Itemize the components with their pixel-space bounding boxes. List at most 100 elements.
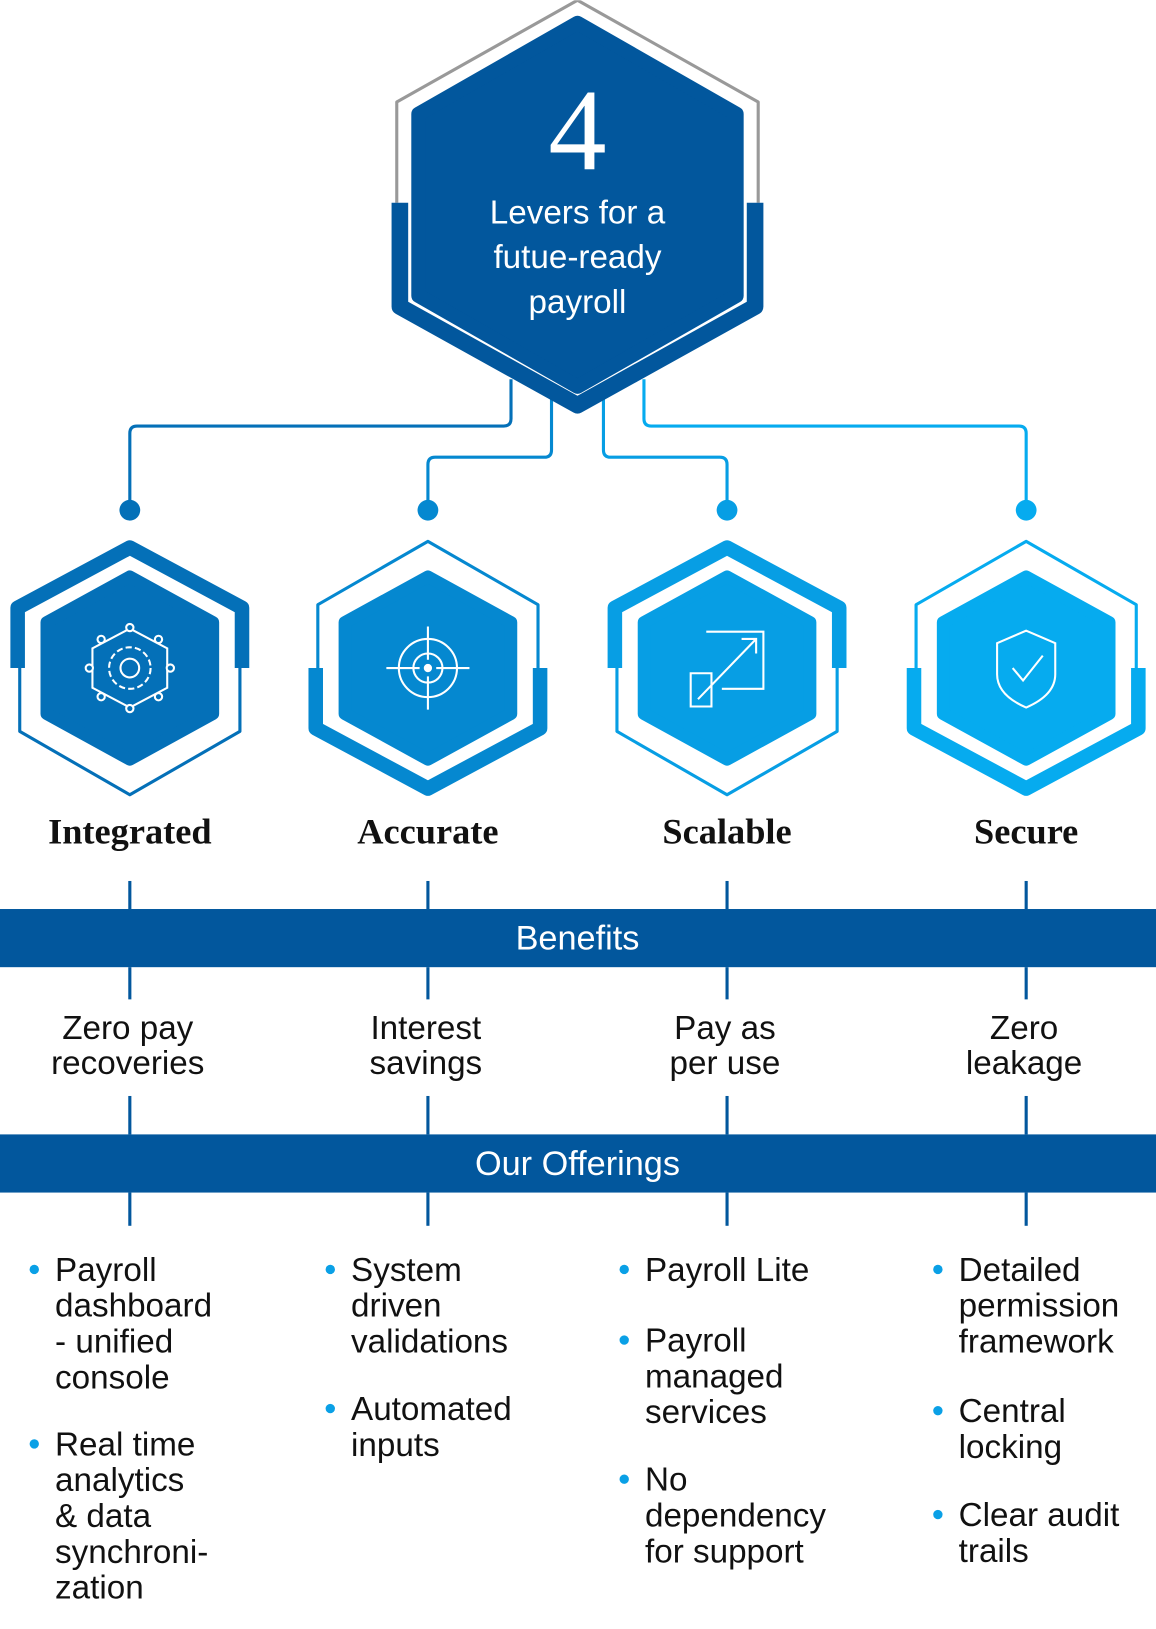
benefits-bar-label: Benefits (516, 920, 640, 958)
benefits-bar (0, 909, 1156, 968)
bullet-icon (325, 1264, 335, 1275)
offering-text: Payroll (645, 1322, 747, 1359)
offering-text: validations (351, 1324, 508, 1361)
connectors (119, 379, 1037, 521)
benefit-text: Interest (370, 1010, 481, 1047)
offering-item: Payroll Lite (619, 1252, 809, 1289)
lever-outer-ring-thick (308, 668, 548, 796)
lever-outer-ring-thick (607, 540, 847, 669)
offering-text: framework (959, 1324, 1114, 1361)
bullet-icon (619, 1335, 629, 1345)
offering-text: Central (959, 1393, 1066, 1430)
bullet-icon (933, 1264, 943, 1275)
offering-text: & data (55, 1498, 152, 1535)
scale-arrow-icon (689, 630, 765, 708)
benefit-text: recoveries (51, 1045, 204, 1082)
target-icon (386, 626, 470, 710)
benefit-text: per use (670, 1045, 781, 1082)
connector-dot (1015, 499, 1037, 521)
offerings-bar (0, 1134, 1156, 1193)
offering-text: Automated (351, 1391, 512, 1428)
lever-inner-hexagon (40, 570, 220, 766)
offering-text: Payroll (55, 1252, 157, 1289)
connector-dot (417, 499, 439, 521)
benefit-text: savings (370, 1045, 483, 1082)
bullet-icon (325, 1403, 335, 1414)
hub-title-line: Levers for a (490, 195, 666, 232)
lever-scalable: Scalable (607, 540, 847, 852)
bullet-icon (29, 1439, 39, 1449)
lever-accurate: Accurate (308, 539, 548, 852)
hub-outer-ring-blue (391, 202, 764, 414)
bullet-icon (933, 1406, 943, 1416)
bullet-icon (619, 1474, 629, 1484)
offering-text: locking (959, 1429, 1062, 1466)
bullet-icon (29, 1264, 39, 1275)
connector-dot (119, 499, 141, 521)
lever-title: Secure (974, 812, 1078, 852)
connector-dot (716, 499, 738, 521)
offering-text: managed (645, 1358, 784, 1395)
connector-integrated (128, 379, 513, 504)
benefit-text: Zero (990, 1010, 1058, 1047)
benefit-text: leakage (966, 1045, 1082, 1082)
offering-text: inputs (351, 1427, 440, 1464)
offering-text: System (351, 1252, 462, 1289)
lever-outer-ring-thin (615, 668, 839, 797)
connector-accurate (426, 394, 554, 504)
lever-title: Integrated (48, 812, 212, 852)
hub-title-line: futue-ready (493, 239, 661, 276)
offering-text: Clear audit (959, 1497, 1120, 1534)
benefit-text: Zero pay (62, 1010, 193, 1047)
offering-text: trails (959, 1533, 1029, 1570)
offering-text: zation (55, 1570, 144, 1607)
hub-inner-hexagon (411, 15, 744, 394)
offering-text: - unified (55, 1324, 173, 1361)
bullet-icon (619, 1264, 629, 1275)
benefit-text: Pay as (674, 1010, 776, 1047)
connector-scalable (601, 394, 729, 504)
shield-check-icon (996, 629, 1057, 709)
lever-outer-ring-thin (316, 539, 540, 669)
hub-outer-ring-gray (395, 0, 760, 203)
hub-number: 4 (548, 67, 606, 196)
offering-text: console (55, 1359, 169, 1396)
lever-integrated: Integrated (10, 540, 250, 852)
bullet-icon (933, 1509, 943, 1520)
offering-text: No (645, 1462, 687, 1499)
offering-text: permission (959, 1288, 1120, 1325)
hub-title-line: payroll (529, 284, 627, 321)
offering-text: driven (351, 1288, 441, 1325)
lever-title: Scalable (662, 812, 791, 852)
lever-outer-ring-thin (914, 539, 1138, 669)
offering-text: Real time (55, 1426, 195, 1463)
offering-text: synchroni- (55, 1534, 208, 1571)
offering-text: dashboard (55, 1288, 212, 1325)
gear-network-icon (84, 622, 176, 714)
offering-text: for support (645, 1533, 804, 1570)
offering-text: Payroll Lite (645, 1252, 809, 1289)
lever-title: Accurate (357, 812, 498, 852)
offerings-bar-label: Our Offerings (475, 1145, 680, 1183)
hub-hexagon: 4 Levers for a futue-ready payroll (391, 0, 764, 414)
offering-text: analytics (55, 1462, 184, 1499)
offering-text: Detailed (959, 1252, 1081, 1289)
lever-outer-ring-thick (10, 540, 250, 669)
offering-text: services (645, 1394, 767, 1431)
connector-secure (642, 379, 1028, 504)
levers: Integrated Accurate Scalable Secure (10, 539, 1146, 852)
lever-outer-ring-thick (906, 668, 1146, 796)
lever-outer-ring-thin (18, 668, 242, 797)
